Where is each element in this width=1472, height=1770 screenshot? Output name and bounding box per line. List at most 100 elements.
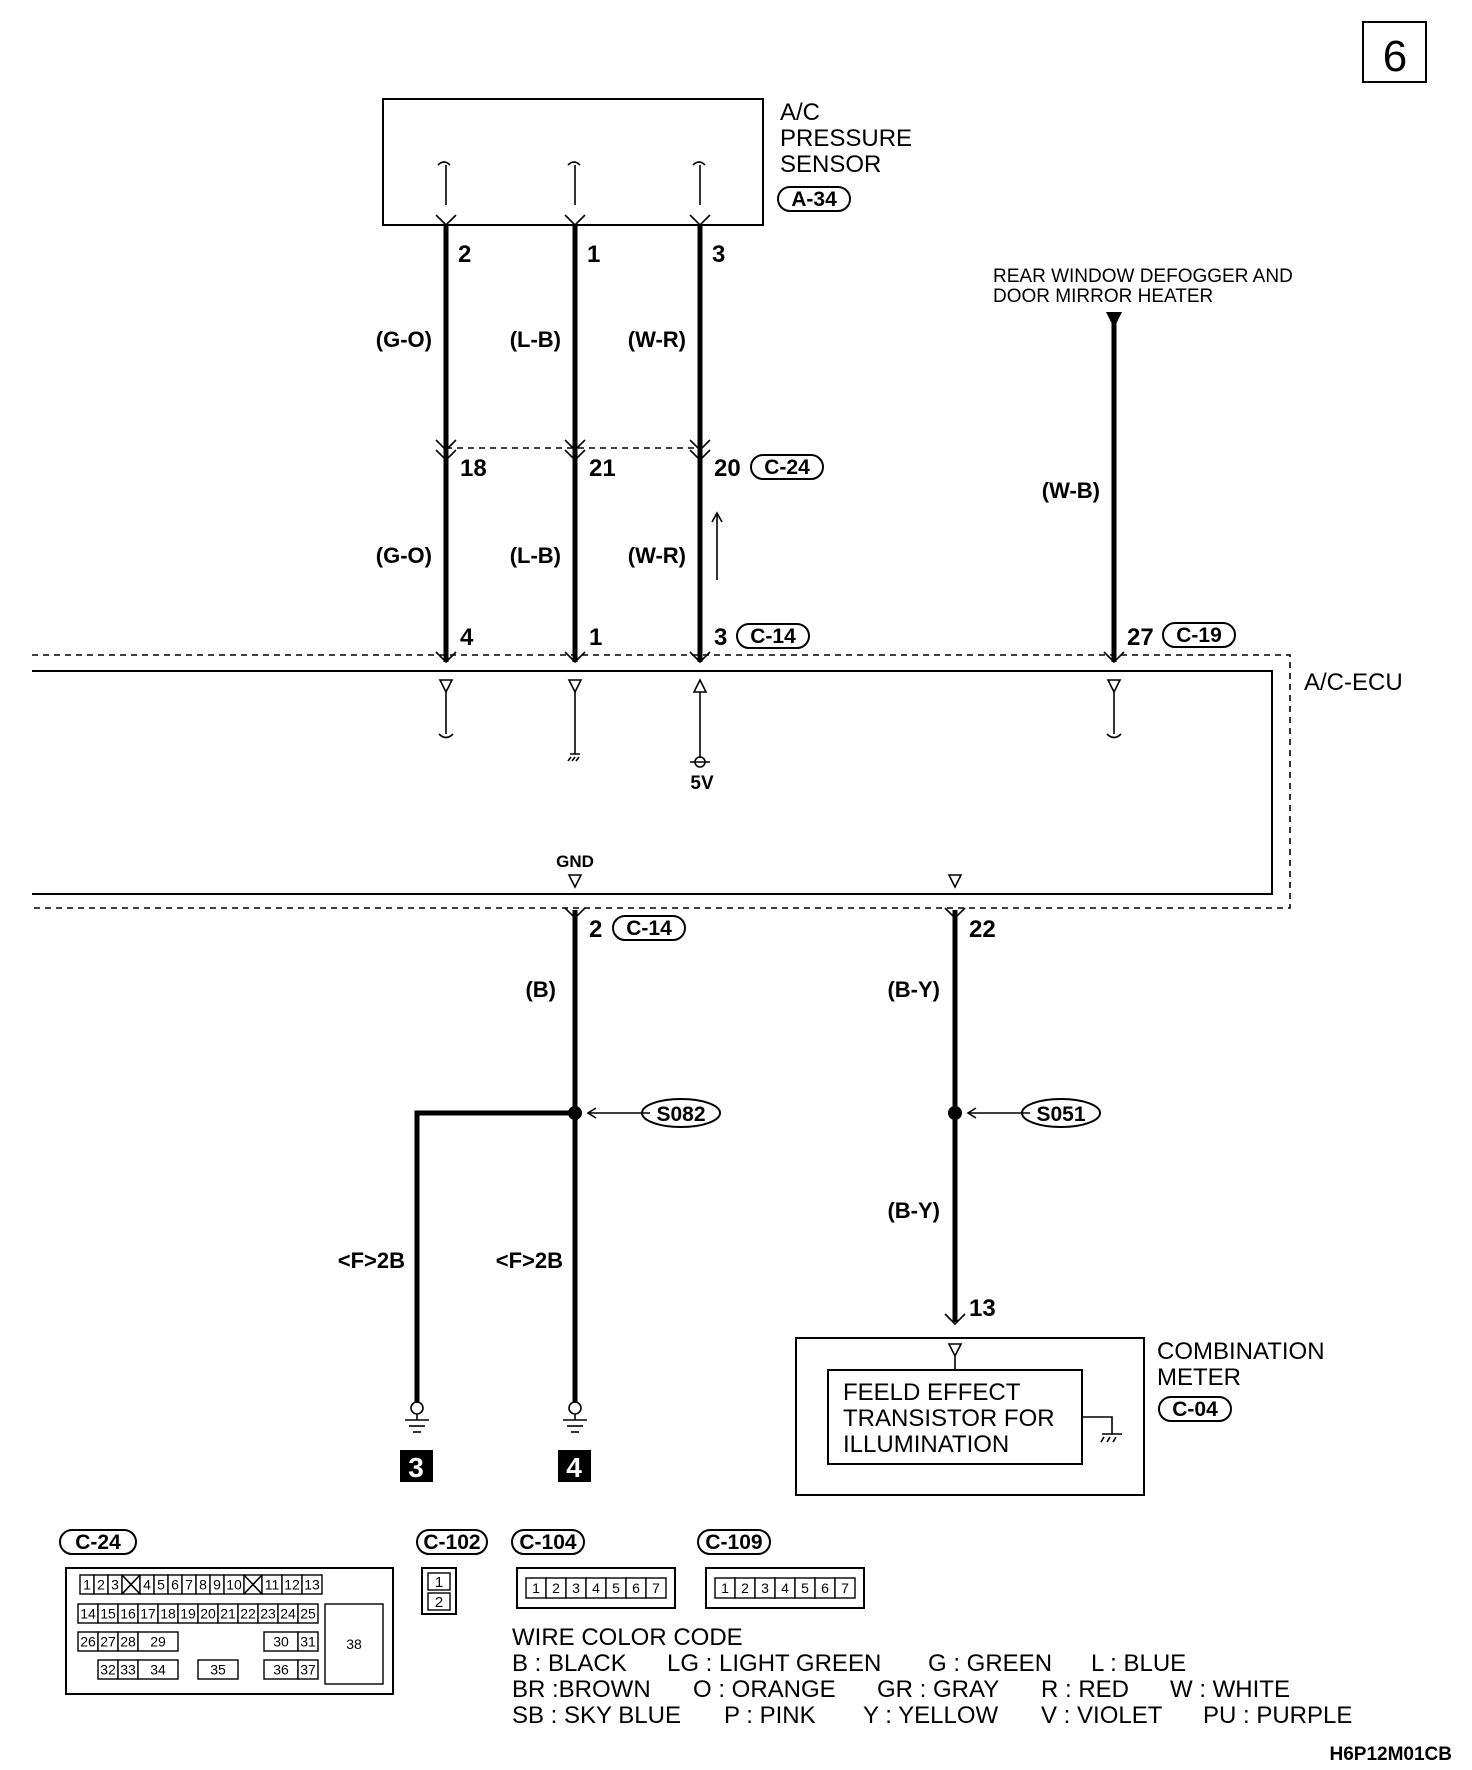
c109-pin-6: 6	[821, 1580, 829, 1596]
c24-view-title: C-24	[75, 1531, 121, 1554]
c104-pin-4: 4	[592, 1580, 600, 1596]
c109-pin-1: 1	[721, 1580, 729, 1596]
wire-color-b-y-upper: (B-Y)	[887, 977, 940, 1002]
c24-pin-22: 22	[240, 1606, 256, 1622]
ground-wire-label-right: <F>2B	[496, 1248, 563, 1273]
c24-pin-15: 15	[100, 1606, 116, 1622]
c24-pin-18: 18	[160, 1606, 176, 1622]
ground-point-4: 4	[566, 1452, 582, 1483]
color-code-b: B : BLACK	[512, 1650, 627, 1677]
wire-color-w-r-lower: (W-R)	[628, 543, 686, 568]
c24-pin-5: 5	[157, 1577, 165, 1593]
c24-pin-13-cell	[301, 1574, 323, 1595]
c14-pin-1: 1	[589, 624, 602, 651]
meter-connector-label: C-04	[1172, 1398, 1218, 1421]
wire-color-g-o-lower: (G-O)	[376, 543, 432, 568]
connector-c14-bottom: 2 C-14 22	[564, 907, 996, 943]
c24-pin-20: 20	[714, 455, 741, 482]
ecu-name: A/C-ECU	[1304, 669, 1403, 696]
color-code-gr: GR : GRAY	[877, 1676, 999, 1703]
c109-pin-4: 4	[781, 1580, 789, 1596]
sensor-name-line1: A/C	[780, 99, 820, 126]
c24-pin-14: 14	[80, 1606, 96, 1622]
sensor-pin-1: 1	[587, 241, 600, 268]
color-code-y: Y : YELLOW	[863, 1702, 999, 1729]
c24-pin-9: 9	[213, 1577, 221, 1593]
c104-pin-2: 2	[552, 1580, 560, 1596]
c24-pin-1: 1	[83, 1577, 91, 1593]
splice-s082: S082	[586, 1098, 721, 1128]
c24-pin-17: 17	[140, 1606, 156, 1622]
c24-pin-12: 12	[284, 1577, 300, 1593]
sensor-wires	[443, 226, 703, 662]
color-code-v: V : VIOLET	[1041, 1702, 1163, 1729]
splice-s051	[1021, 1098, 1101, 1128]
connector-c24-inline: 18 21 20 C-24	[435, 439, 824, 482]
c102-pin-2: 2	[435, 1594, 443, 1611]
c104-pin-5: 5	[612, 1580, 620, 1596]
c24-pin-10: 10	[226, 1577, 242, 1593]
sensor-pin-3: 3	[712, 241, 725, 268]
c24-pin-36: 36	[273, 1662, 289, 1678]
c24-pin-3: 3	[111, 1577, 119, 1593]
splice-s082-label: S082	[656, 1103, 705, 1126]
c24-pin-27: 27	[100, 1634, 116, 1650]
c24-pin-31-cell	[297, 1631, 319, 1652]
c24-pin-37: 37	[300, 1662, 316, 1678]
signal-direction-arrow	[711, 511, 723, 580]
c24-pin-20: 20	[200, 1606, 216, 1622]
c109-view-title: C-109	[705, 1531, 762, 1554]
ground-symbol-4: 4	[558, 1401, 591, 1483]
color-code-p: P : PINK	[724, 1702, 816, 1729]
c24-pin-31: 31	[300, 1634, 316, 1650]
c104-pin-3: 3	[572, 1580, 580, 1596]
rear-defogger-feed: REAR WINDOW DEFOGGER AND DOOR MIRROR HEA…	[993, 266, 1293, 664]
c24-pin-34: 34	[150, 1662, 166, 1678]
meter-inner-line1: FEELD EFFECT	[843, 1379, 1021, 1406]
c24-pin-35-cell	[197, 1659, 239, 1680]
c24-pin-4: 4	[143, 1577, 151, 1593]
wire-color-l-b-upper: (L-B)	[510, 327, 561, 352]
c24-pin-21: 21	[220, 1606, 236, 1622]
color-code-r: R : RED	[1041, 1676, 1129, 1703]
c24-pin-7: 7	[185, 1577, 193, 1593]
c24-blank-1-cross	[121, 1574, 141, 1595]
label-5v: 5V	[690, 773, 714, 794]
wire-color-b-y-lower: (B-Y)	[887, 1198, 940, 1223]
sensor-connector-label: A-34	[791, 188, 837, 211]
c104-pin-6: 6	[632, 1580, 640, 1596]
c104-pin-7-cell	[645, 1577, 667, 1599]
page-number-box: 6	[1362, 21, 1427, 83]
ground-wire-label-left: <F>2B	[338, 1248, 405, 1273]
wire-color-b: (B)	[525, 977, 556, 1002]
c109-pin-7: 7	[841, 1580, 849, 1596]
c24-pin-25: 25	[300, 1606, 316, 1622]
color-code-title: WIRE COLOR CODE	[512, 1624, 743, 1651]
c24-pin-38-cell	[324, 1603, 384, 1685]
c14-top-connector-label: C-14	[750, 625, 796, 648]
sensor-pin-2: 2	[458, 241, 471, 268]
c104-pin-1: 1	[532, 1580, 540, 1596]
c19-connector-label: C-19	[1176, 624, 1222, 647]
diagram-code: H6P12M01CB	[1330, 1744, 1453, 1765]
ground-wires: (B) <F>2B <F>2B	[338, 910, 582, 1403]
c14-bottom-connector-label: C-14	[626, 917, 672, 940]
c14-pin-4: 4	[460, 624, 474, 651]
c19-pin-27: 27	[1127, 624, 1154, 651]
c24-blank-2-cross	[243, 1574, 263, 1595]
meter-wire: (B-Y) (B-Y) S051 13	[887, 910, 1101, 1326]
combination-meter: FEELD EFFECT TRANSISTOR FOR ILLUMINATION…	[795, 1337, 1325, 1496]
c24-pin-34-cell	[137, 1659, 179, 1680]
defogger-name-line2: DOOR MIRROR HEATER	[993, 286, 1213, 307]
meter-name-line1: COMBINATION	[1157, 1338, 1325, 1365]
sensor-name-line3: SENSOR	[780, 151, 881, 178]
meter-inner-line3: ILLUMINATION	[843, 1431, 1009, 1458]
ground-symbol-3: 3	[400, 1401, 433, 1483]
c24-pin-29-cell	[137, 1631, 179, 1652]
color-code-o: O : ORANGE	[693, 1676, 836, 1703]
c109-pin-2: 2	[741, 1580, 749, 1596]
c24-pin-21: 21	[589, 455, 616, 482]
